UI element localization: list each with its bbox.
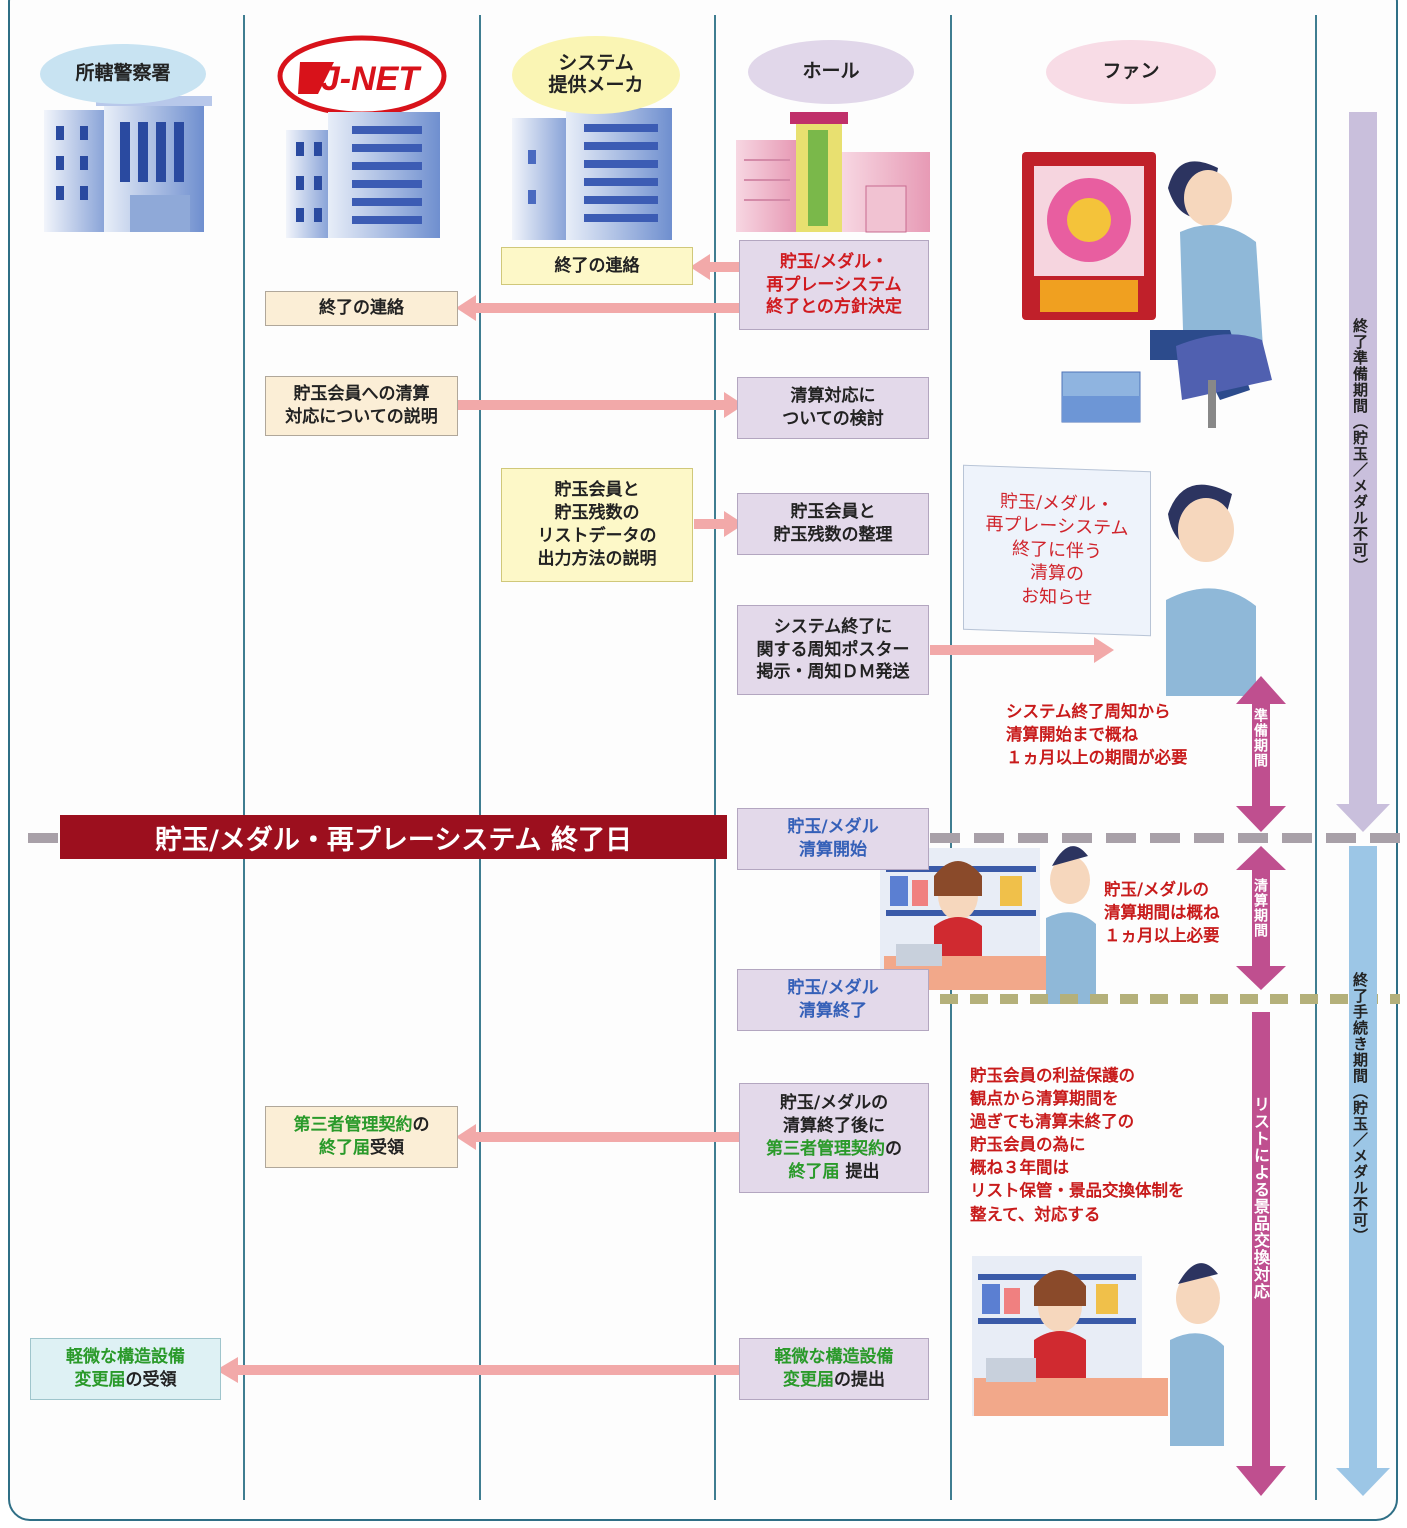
list-exchange-label: リストによる景品交換対応 xyxy=(1251,1096,1270,1300)
prep-period-label: 準備期間 xyxy=(1252,708,1268,768)
hall-decision-box: 貯玉/メダル・ 再プレーシステム 終了との方針決定 xyxy=(739,240,929,330)
change-notice-text: 変更届 xyxy=(783,1370,834,1390)
prep-period-note: システム終了周知から 清算開始まで概ね １ヵ月以上の期間が必要 xyxy=(1006,702,1188,768)
hall-struct-line2: 変更届の提出 xyxy=(783,1369,885,1392)
settlement-notice-poster: 貯玉/メダル・ 再プレーシステム 終了に伴う 清算の お知らせ xyxy=(963,464,1151,637)
hall-building-icon xyxy=(736,112,930,233)
flow-arrows xyxy=(216,254,1114,1383)
lane-divider xyxy=(243,15,245,1500)
prize-counter-icon xyxy=(880,846,1096,1004)
jnet-explain-box: 貯玉会員への清算 対応についての説明 xyxy=(265,376,458,436)
lane-header-maker: システム 提供メーカ xyxy=(512,36,680,114)
pachinko-player-icon xyxy=(1022,152,1272,428)
lane-header-police: 所轄警察署 xyxy=(40,44,206,104)
hall-submit-line3: 終了届 提出 xyxy=(789,1161,880,1184)
particle-text: の xyxy=(885,1139,902,1159)
struct-change-text: 軽微な構造設備 xyxy=(774,1347,894,1368)
settle-period-label: 清算期間 xyxy=(1252,878,1268,938)
third-party-contract-text: 第三者管理契約 xyxy=(293,1115,413,1136)
jnet-receive-box: 第三者管理契約の 終了届受領 xyxy=(265,1106,458,1168)
prize-counter-icon-2 xyxy=(972,1256,1224,1446)
end-notice-text: 終了届 xyxy=(319,1138,370,1158)
hall-submit-line2: 第三者管理契約の xyxy=(766,1138,902,1161)
settle-period-note: 貯玉/メダルの 清算期間は概ね １ヵ月以上必要 xyxy=(1104,880,1220,946)
lane-divider xyxy=(1315,15,1317,1500)
hall-submit-line1: 貯玉/メダルの 清算終了後に xyxy=(779,1093,889,1137)
submit-text: の提出 xyxy=(834,1370,885,1390)
jnet-end-notice-box: 終了の連絡 xyxy=(265,291,458,326)
fan-reading-icon xyxy=(1166,484,1256,696)
proc-long-period-label: 終了手続き期間（貯玉／メダル不可） xyxy=(1351,972,1369,1244)
hall-struct-box: 軽微な構造設備 変更届の提出 xyxy=(739,1338,929,1400)
member-protection-note: 貯玉会員の利益保護の 観点から清算期間を 過ぎても清算未終了の 貯玉会員の為に … xyxy=(970,1066,1185,1224)
lane-divider xyxy=(714,15,716,1500)
hall-poster-box: システム終了に 関する周知ポスター 掲示・周知ＤＭ発送 xyxy=(737,605,929,695)
maker-explain-box: 貯玉会員と 貯玉残数の リストデータの 出力方法の説明 xyxy=(501,468,693,582)
police-struct-box: 軽微な構造設備 変更届の受領 xyxy=(30,1338,221,1400)
jnet-receive-line1: 第三者管理契約の xyxy=(294,1114,430,1137)
maker-end-notice-box: 終了の連絡 xyxy=(501,247,693,285)
particle-text: の xyxy=(412,1115,430,1136)
prep-long-period-label: 終了準備期間（貯玉／メダル不可） xyxy=(1351,318,1369,574)
hall-submit-box: 貯玉/メダルの 清算終了後に 第三者管理契約の 終了届 提出 xyxy=(739,1083,929,1193)
end-day-banner: 貯玉/メダル・再プレーシステム 終了日 xyxy=(60,815,727,859)
receive-text: 受領 xyxy=(370,1138,404,1158)
receive-text: の受領 xyxy=(125,1370,177,1390)
maker-building-icon xyxy=(512,108,672,240)
hall-settle-start-box: 貯玉/メダル 清算開始 xyxy=(737,808,929,870)
change-notice-text: 変更届 xyxy=(74,1370,126,1390)
hall-organize-box: 貯玉会員と 貯玉残数の整理 xyxy=(737,493,929,555)
struct-change-text: 軽微な構造設備 xyxy=(66,1347,185,1368)
end-notice-text: 終了届 xyxy=(788,1161,840,1182)
hall-review-box: 清算対応に ついての検討 xyxy=(737,377,929,439)
svg-text:J-NET: J-NET xyxy=(321,60,422,98)
police-building-icon xyxy=(44,96,212,232)
lane-header-hall: ホール xyxy=(748,40,914,104)
third-party-contract-text: 第三者管理契約 xyxy=(766,1139,885,1159)
jnet-logo-icon: J-NET xyxy=(277,35,447,117)
lane-divider xyxy=(479,15,481,1500)
lane-header-fan: ファン xyxy=(1046,40,1216,104)
jnet-receive-line2: 終了届受領 xyxy=(319,1137,404,1160)
diagram-frame xyxy=(8,0,1398,1521)
police-struct-line2: 変更届の受領 xyxy=(75,1369,177,1392)
submit-text: 提出 xyxy=(845,1161,880,1182)
lane-divider xyxy=(950,15,952,1500)
hall-settle-end-box: 貯玉/メダル 清算終了 xyxy=(737,969,929,1031)
jnet-building-icon xyxy=(286,112,440,238)
